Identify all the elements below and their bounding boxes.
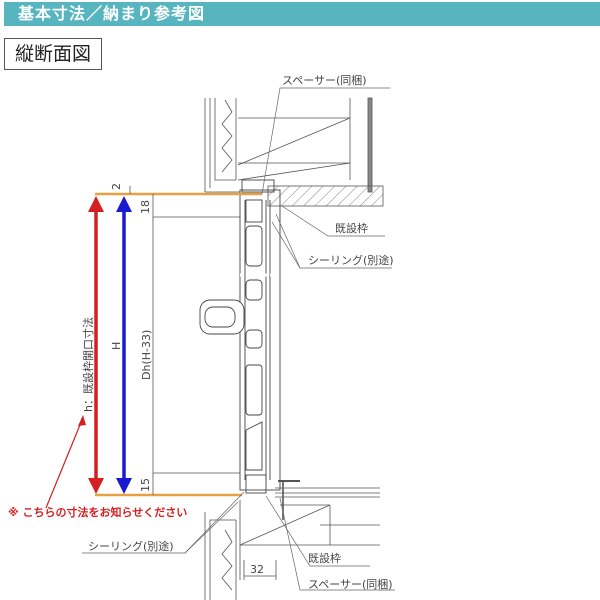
section-title-box: 縦断面図 [4,38,102,70]
dim-top-gap: 2 [110,183,123,190]
callout-sealing-bottom: シーリング(別途) [88,539,174,553]
dim-dh-label: Dh(H-33) [140,330,153,380]
note-pointer [45,419,83,509]
header-bar: 基本寸法／納まり参考図 [4,2,600,26]
callout-spacer-bottom: スペーサー(同梱) [308,577,393,591]
section-title: 縦断面図 [14,43,91,65]
header-title: 基本寸法／納まり参考図 [18,4,206,23]
top-existing-sill [267,185,384,207]
leader-lines [82,87,395,591]
dimension-lines [129,186,277,580]
callout-spacer-top: スペーサー(同梱) [282,73,367,87]
h-arrow [88,196,104,494]
callout-existing-frame-top: 既設枠 [335,221,368,235]
dim-depth: 32 [250,563,264,576]
dim-bottom-offset: 15 [139,478,152,492]
window-frame-profile [199,179,281,494]
dim-top-offset: 18 [139,200,152,214]
h-label: h：既設枠開口寸法 [81,317,95,412]
note-text: ※ こちらの寸法をお知らせください [8,505,187,519]
callout-existing-frame-bottom: 既設枠 [308,551,341,565]
bottom-wall [204,480,380,600]
note-pointer-head [78,415,86,426]
H-arrow [116,196,132,494]
top-wall [204,97,373,193]
callout-sealing-top: シーリング(別途) [308,253,394,267]
H-label: H [110,342,123,350]
